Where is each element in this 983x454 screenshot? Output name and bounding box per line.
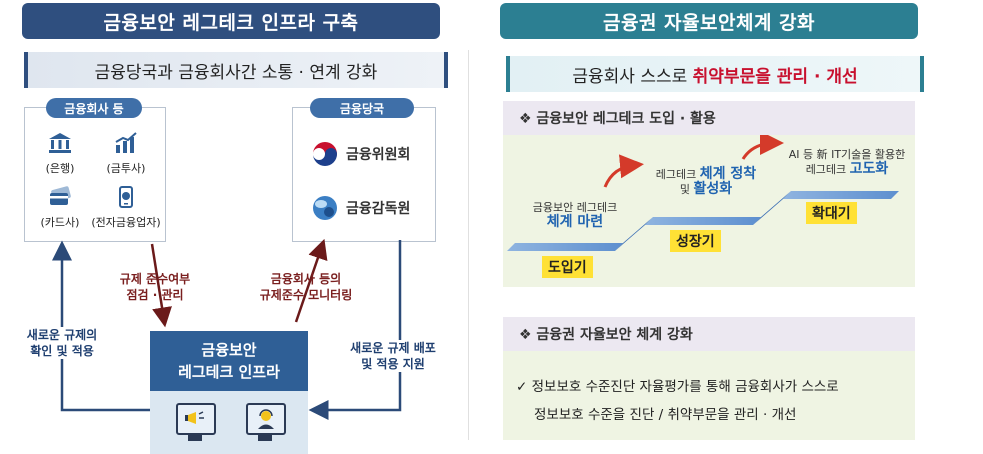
inspect-label-line2: 점검 · 관리 — [126, 288, 184, 302]
self-security-title: ❖ 금융권 자율보안 체계 강화 — [503, 317, 915, 351]
bank-label: (은행) — [45, 162, 75, 175]
regtech-infra-box: 금융보안 레그테크 인프라 — [150, 331, 308, 391]
credit-card-icon — [50, 186, 71, 205]
deploy-arrow — [308, 240, 402, 420]
stage-up-arrow-1 — [603, 154, 644, 188]
infra-line2: 레그테크 인프라 — [178, 363, 280, 381]
right-banner-emphasis: 취약부문을 관리 · 개선 — [692, 66, 858, 87]
infra-line1: 금융보안 — [201, 341, 257, 359]
monitor-label-line2: 규제준수 모니터링 — [259, 288, 353, 302]
efin-item: (전자금융업자) — [90, 186, 162, 230]
stage-up-arrow-2 — [741, 135, 784, 160]
stage1-label: 도입기 — [542, 256, 593, 278]
right-banner: 금융회사 스스로 취약부문을 관리 · 개선 — [506, 56, 924, 92]
fsc-logo-icon — [313, 142, 337, 166]
left-section-header: 금융보안 레그테크 인프라 구축 — [22, 3, 440, 39]
stage3-label: 확대기 — [806, 202, 857, 224]
fss-logo-icon — [313, 196, 337, 220]
stage3-desc-big: 고도화 — [849, 161, 889, 177]
inspect-arrow — [150, 243, 172, 328]
fss-item: 금융감독원 — [312, 195, 410, 221]
stage1-desc: 금융보안 레그테크 체계 마련 — [516, 200, 634, 230]
confirm-label-line2: 확인 및 적용 — [30, 344, 94, 358]
stage2-desc: 레그테크 체계 정착 및 활성화 — [640, 167, 772, 197]
support-monitor-stand — [258, 435, 272, 441]
support-monitor-icon — [246, 403, 286, 435]
monitor-arrow — [294, 238, 328, 323]
announce-monitor-icon — [176, 403, 216, 435]
stage2-desc-big1: 체계 정착 — [699, 166, 757, 182]
inspect-label: 규제 준수여부 점검 · 관리 — [100, 271, 210, 303]
fss-name: 금융감독원 — [346, 201, 411, 217]
authorities-tag: 금융당국 — [310, 98, 414, 118]
fsc-name: 금융위원회 — [346, 147, 411, 163]
stage1-desc-big: 체계 마련 — [546, 214, 604, 230]
self-security-line1: ✓ 정보보호 수준진단 자율평가를 통해 금융회사가 스스로 — [516, 379, 839, 395]
fsc-item: 금융위원회 — [312, 141, 410, 167]
column-divider — [468, 50, 469, 440]
mobile-payment-icon — [119, 186, 133, 208]
deploy-label: 새로운 규제 배포 및 적용 지원 — [332, 340, 454, 372]
confirm-label-line1: 새로운 규제의 — [26, 328, 98, 342]
stage2-desc-small2: 및 — [679, 183, 694, 196]
stage1-desc-small: 금융보안 레그테크 — [532, 201, 618, 214]
stage3-desc-small2: 레그테크 — [805, 163, 850, 176]
securities-label: (금투사) — [106, 162, 146, 175]
deploy-label-line2: 및 적용 지원 — [361, 357, 425, 371]
deploy-label-line1: 새로운 규제 배포 — [350, 341, 436, 355]
inspect-label-line1: 규제 준수여부 — [119, 272, 191, 286]
card-label: (카드사) — [40, 216, 80, 229]
securities-item: (금투사) — [96, 132, 156, 176]
right-section-header: 금융권 자율보안체계 강화 — [500, 3, 918, 39]
monitor-label: 금융회사 등의 규제준수 모니터링 — [236, 271, 376, 303]
monitor-label-line1: 금융회사 등의 — [270, 272, 342, 286]
stage2-desc-small1: 레그테크 — [655, 168, 700, 181]
flow-arrows — [52, 238, 402, 420]
announce-monitor-stand — [188, 435, 202, 441]
stage3-desc-small1: AI 등 新 IT기술을 활용한 — [788, 148, 906, 161]
card-item: (카드사) — [30, 186, 90, 230]
confirm-label: 새로운 규제의 확인 및 적용 — [6, 327, 118, 359]
regtech-adoption-title: ❖ 금융보안 레그테크 도입 · 활용 — [503, 101, 915, 135]
stage2-label: 성장기 — [670, 230, 721, 252]
self-security-panel — [503, 351, 915, 440]
confirm-arrow — [52, 240, 150, 412]
right-banner-prefix: 금융회사 스스로 — [572, 66, 693, 87]
fin-companies-box — [24, 107, 166, 242]
growth-chart-icon — [115, 132, 137, 153]
stage-staircase — [507, 135, 899, 251]
fin-companies-tag: 금융회사 등 — [46, 98, 142, 118]
bank-item: (은행) — [30, 132, 90, 176]
left-banner: 금융당국과 금융회사간 소통 · 연계 강화 — [24, 52, 448, 88]
self-security-line2: 정보보호 수준을 진단 / 취약부문을 관리 · 개선 — [534, 407, 797, 423]
efin-label: (전자금융업자) — [91, 216, 161, 229]
stage3-desc: AI 등 新 IT기술을 활용한 레그테크 고도화 — [778, 147, 916, 177]
stage2-desc-big2: 활성화 — [693, 181, 733, 197]
bank-icon — [49, 133, 71, 153]
